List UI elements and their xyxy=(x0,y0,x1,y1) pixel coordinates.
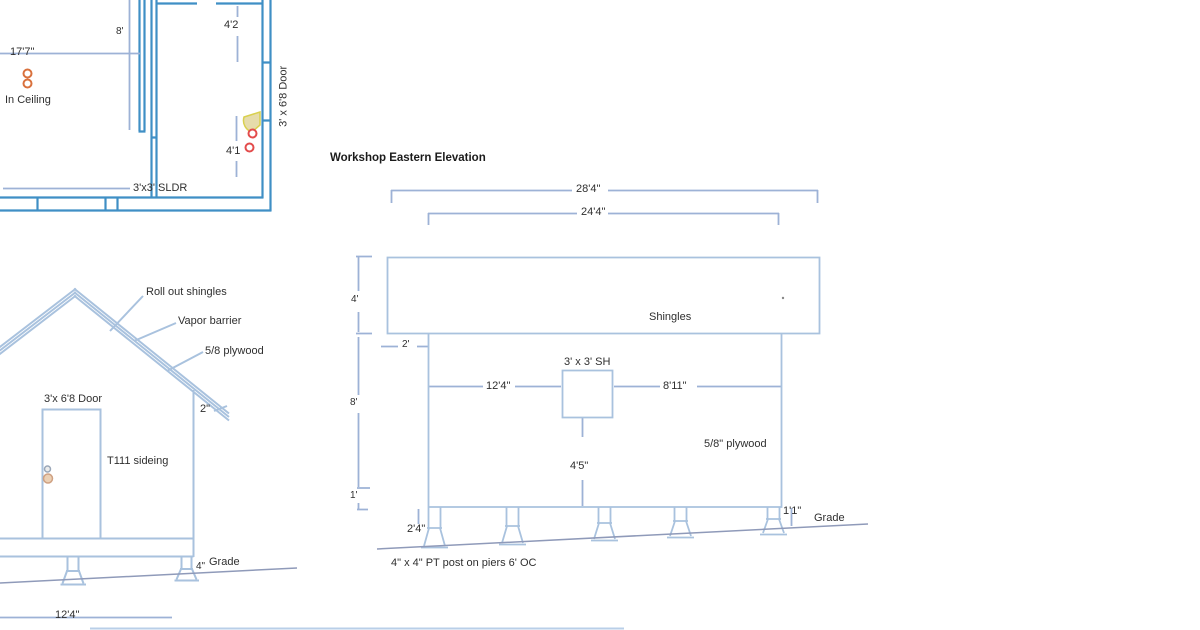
east-grade-right-dim: 1'1" xyxy=(783,505,802,517)
plan-dim-4-1: 4'1 xyxy=(226,145,241,157)
ceiling-outlet-icon xyxy=(22,78,33,89)
west-siding-label: T111 sideing xyxy=(107,455,169,467)
roof-and-wall-lines xyxy=(0,287,230,586)
stray-dot xyxy=(781,296,785,300)
west-width-dim: 12'4" xyxy=(55,609,80,621)
east-posts-note: 4" x 4" PT post on piers 6' OC xyxy=(391,557,537,569)
east-plywood-label: 5/8" plywood xyxy=(704,438,767,450)
wall-outlet-icon xyxy=(244,142,255,153)
east-window-label: 3' x 3' SH xyxy=(564,356,611,368)
east-roof-height-dim: 4' xyxy=(351,294,359,305)
plan-slider-label: 3'x3' SLDR xyxy=(133,182,188,194)
west-door-label: 3'x 6'8 Door xyxy=(44,393,103,405)
door-knob-icon xyxy=(43,465,52,473)
west-elevation xyxy=(0,287,624,630)
plan-dim-8ft: 8' xyxy=(116,26,124,37)
plan-dim-top: 5'4 xyxy=(199,0,212,3)
grade-line xyxy=(376,523,869,550)
dimension-lines xyxy=(356,189,819,526)
west-grade-height-dim: 4" xyxy=(196,561,206,572)
west-roll-out-shingles-label: Roll out shingles xyxy=(146,286,227,298)
grade-line xyxy=(0,567,298,584)
east-grade-left-dim: 2'4" xyxy=(407,523,426,535)
west-grade-label: Grade xyxy=(209,556,240,568)
east-window-height-dim: 4'5" xyxy=(570,460,589,472)
plan-door-label: 3' x 6'8 Door xyxy=(277,65,290,127)
plan-dim-4-2: 4'2 xyxy=(224,19,239,31)
building-outline xyxy=(386,256,821,549)
plan-dimension-lines xyxy=(0,0,239,190)
east-dim-28-4: 28'4" xyxy=(576,183,601,195)
east-dim-12-4: 12'4" xyxy=(486,380,511,392)
plan-in-ceiling-note: In Ceiling xyxy=(5,94,51,106)
ceiling-outlet-icon xyxy=(22,68,33,79)
plan-dim-17-7: 17'7" xyxy=(10,46,35,58)
wall-outlet-icon xyxy=(247,128,258,139)
east-dim-8-11: 8'11" xyxy=(663,380,687,392)
east-grade-label: Grade xyxy=(814,512,845,524)
west-fascia-dim: 2" xyxy=(200,403,211,415)
door-deadbolt-icon xyxy=(42,473,54,484)
east-wall-height-dim: 8' xyxy=(350,397,358,408)
east-elevation-title: Workshop Eastern Elevation xyxy=(330,152,486,164)
east-shingles-label: Shingles xyxy=(649,311,692,323)
east-dim-24-4: 24'4" xyxy=(581,206,606,218)
west-vapor-barrier-label: Vapor barrier xyxy=(178,315,242,327)
east-rim-height-dim: 1' xyxy=(350,490,358,501)
plan-walls xyxy=(0,0,272,212)
east-elevation xyxy=(356,189,869,550)
east-overhang-dim: 2' xyxy=(402,339,410,350)
floor-plan xyxy=(0,0,272,212)
west-plywood-label: 5/8 plywood xyxy=(205,345,264,357)
